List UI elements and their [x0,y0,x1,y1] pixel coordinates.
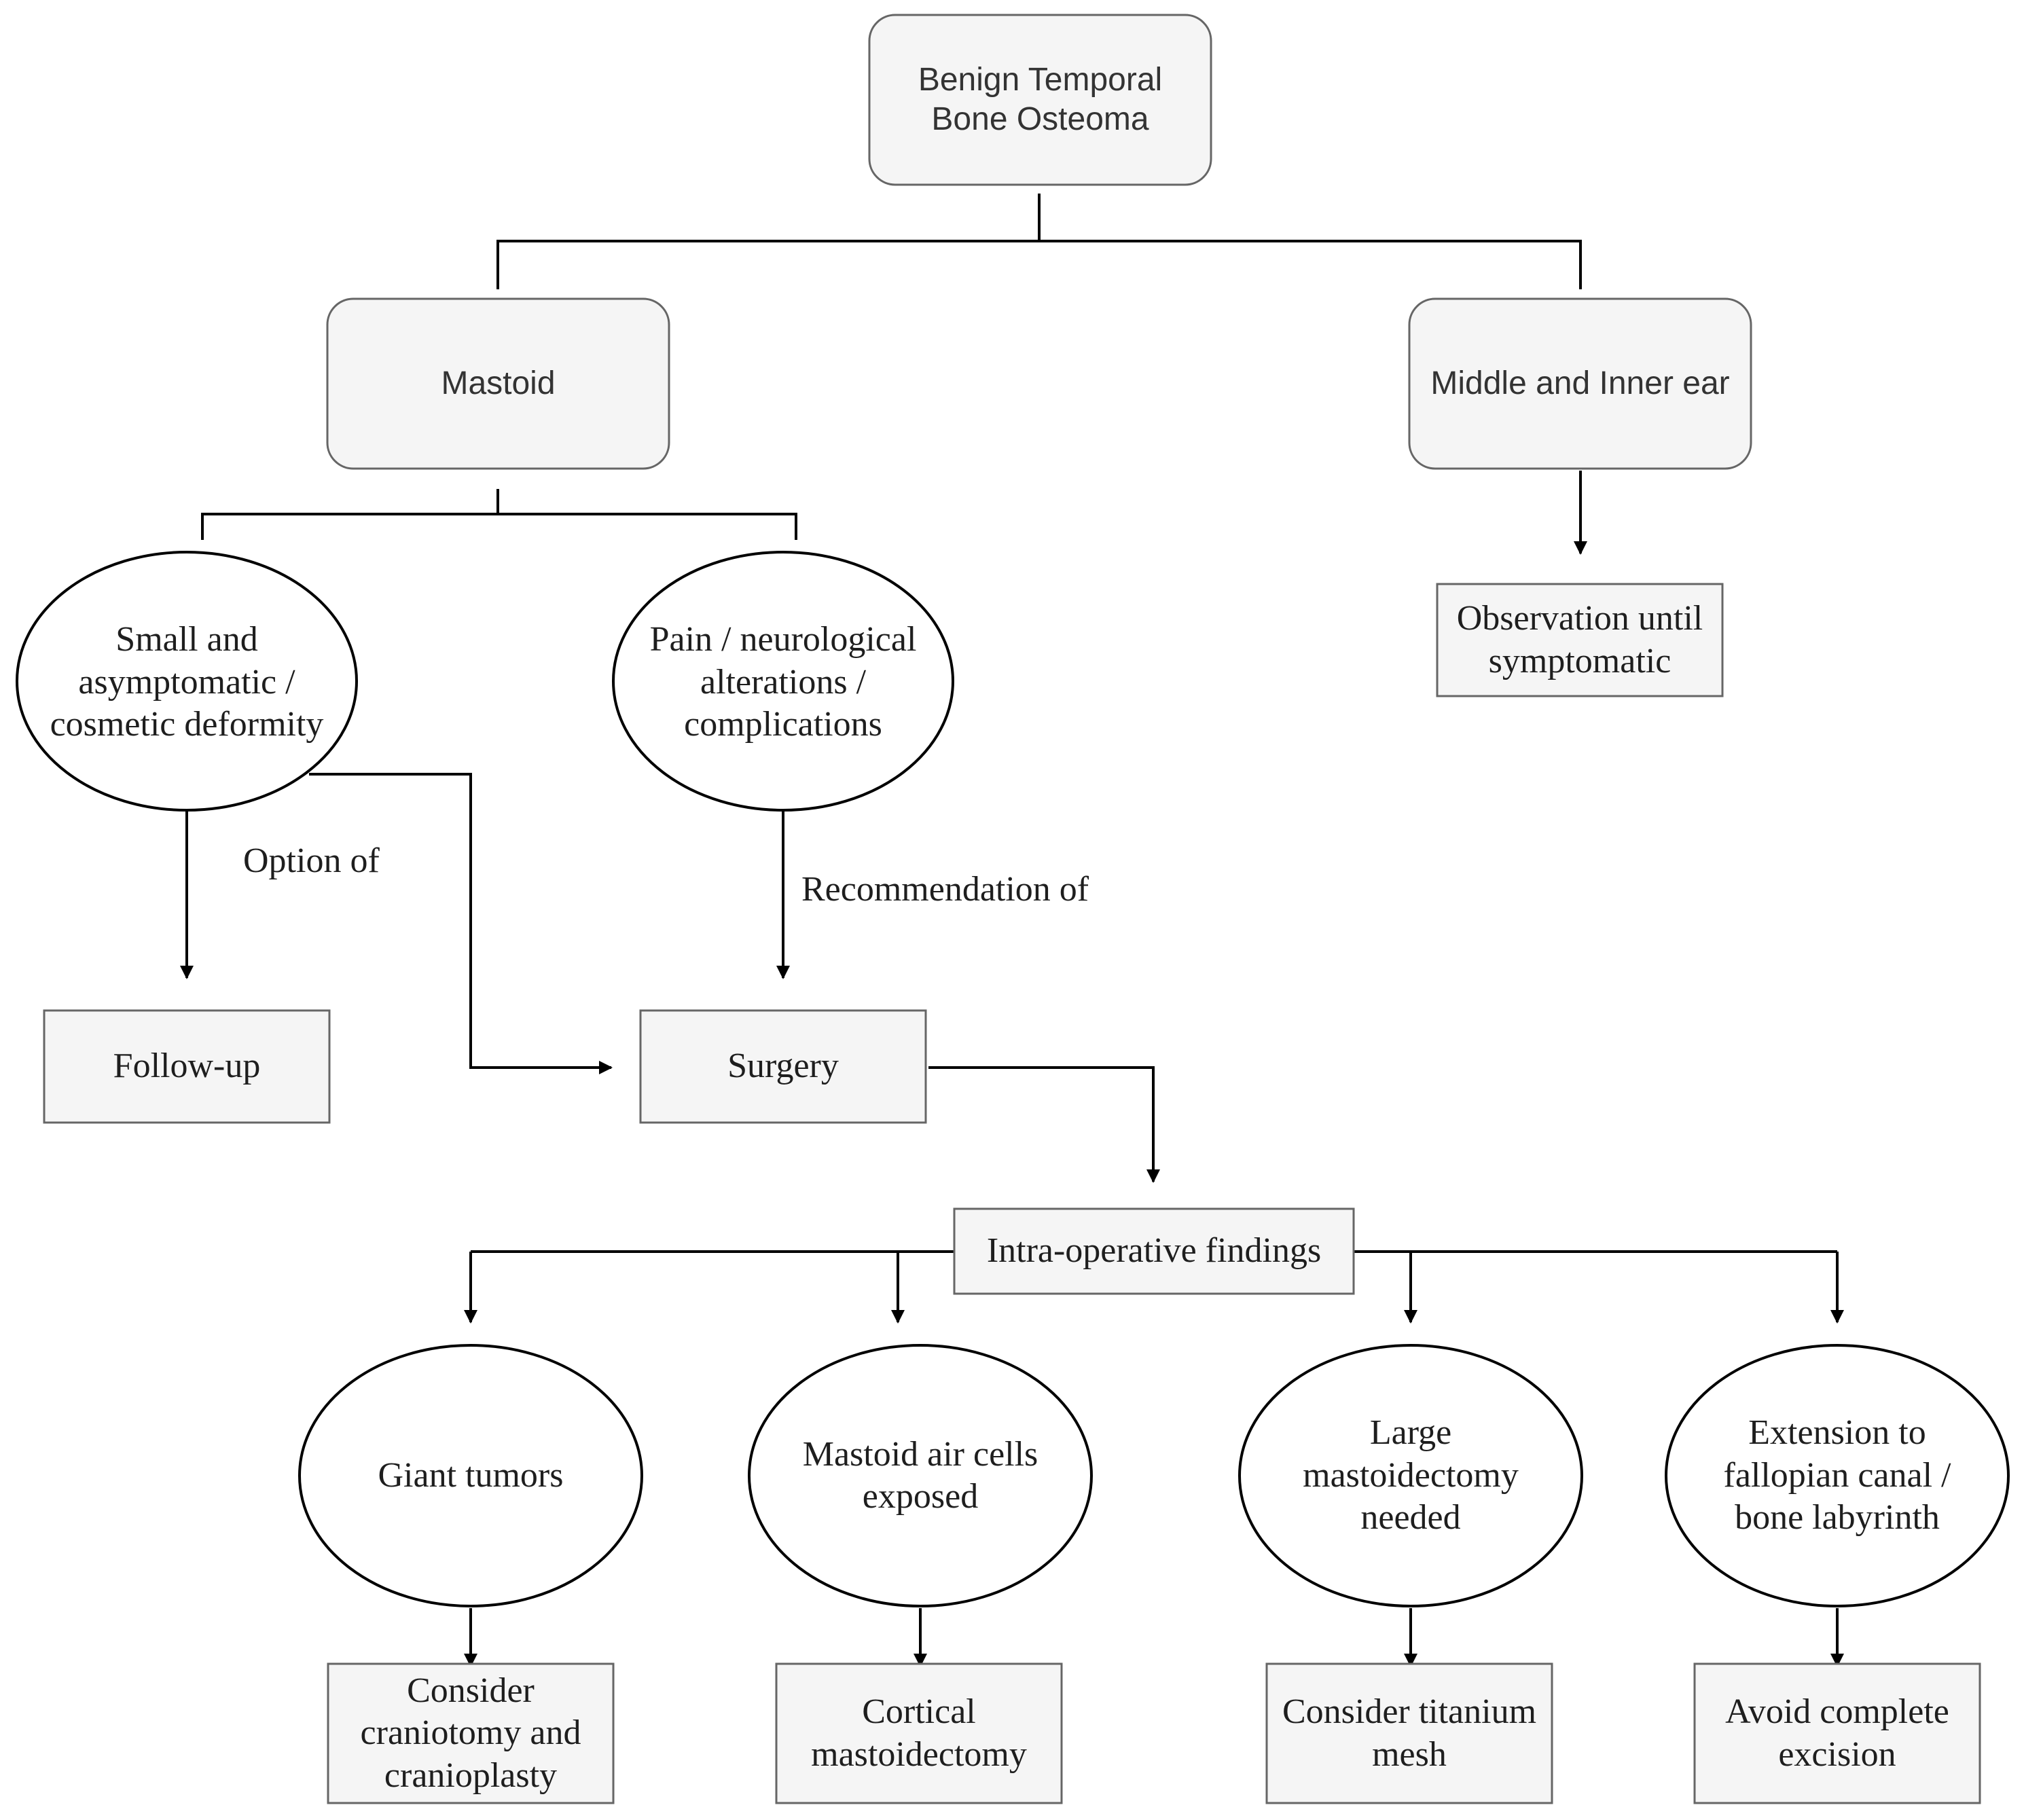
mastoid-node-box [326,297,670,470]
titanium-mesh-node: Consider titanium mesh [1282,1692,1537,1774]
root-node: Benign Temporal Bone Osteoma [918,62,1163,137]
extension-ellipse [1665,1344,2010,1607]
arrow-small-to-surgery [309,773,613,1074]
craniotomy-box [327,1662,615,1804]
cortical-mastoidectomy-node: Cortical mastoidectomy [811,1692,1027,1774]
large-mastoidectomy-node: Large mastoidectomy needed [1303,1413,1519,1537]
observation-node: Observation until symptomatic [1456,599,1703,680]
surgery-box [639,1009,927,1124]
air-cells-ellipse [748,1344,1093,1607]
giant-tumors-node: Giant tumors [378,1455,564,1495]
small-asymptomatic-ellipse [16,551,358,812]
extension-node: Extension to fallopian canal / bone laby… [1723,1413,1951,1537]
follow-up-node: Follow-up [113,1046,261,1086]
mastoid-branch-bar [201,513,797,540]
intraop-box [953,1207,1355,1295]
arrow-surgery-to-intraop [928,1066,1160,1183]
air-cells-node: Mastoid air cells exposed [802,1434,1038,1516]
observation-box [1436,583,1724,697]
cortical-box [775,1662,1063,1804]
middle-inner-ear-node: Middle and Inner ear [1430,365,1730,402]
pain-neuro-ellipse [612,551,954,812]
root-branch-bar [496,240,1582,289]
small-asymptomatic-node: Small and asymptomatic / cosmetic deform… [50,620,324,744]
avoid-excision-node: Avoid complete excision [1725,1692,1949,1774]
intraop-findings-node: Intra-operative findings [986,1231,1322,1271]
surgery-node: Surgery [727,1046,839,1086]
avoid-box [1693,1662,1981,1804]
pain-neuro-node: Pain / neurological alterations / compli… [649,620,917,744]
mastoid-node: Mastoid [441,365,556,402]
ear-node-box [1408,297,1752,470]
titanium-box [1265,1662,1553,1804]
large-mastoidectomy-ellipse [1238,1344,1583,1607]
option-of-label: Option of [243,841,380,880]
root-node-box [868,14,1212,186]
followup-box [43,1009,331,1124]
giant-tumors-ellipse [298,1344,643,1607]
recommendation-of-label: Recommendation of [801,870,1089,909]
craniotomy-node: Consider craniotomy and cranioplasty [360,1671,581,1795]
